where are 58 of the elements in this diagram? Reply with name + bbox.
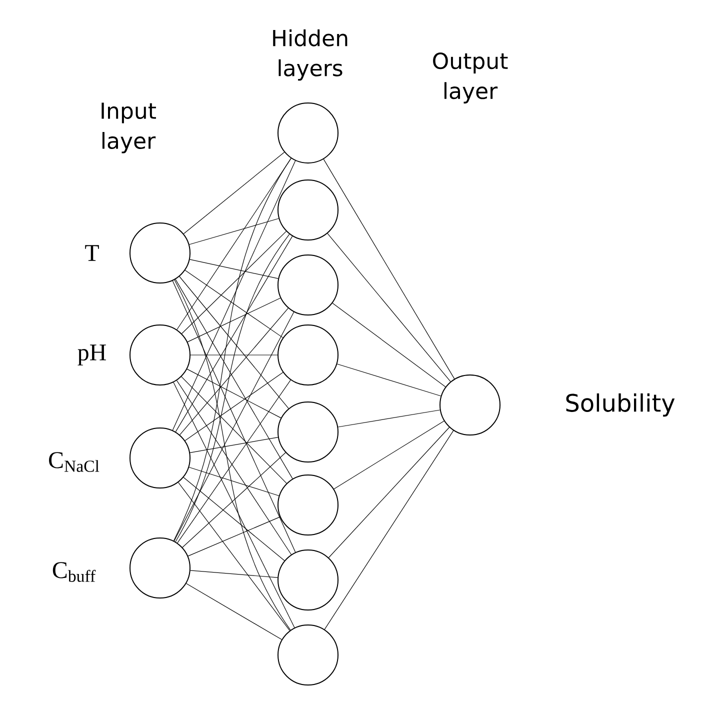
connection-line xyxy=(184,372,284,441)
neuron-circle xyxy=(278,324,338,386)
connection-line xyxy=(186,583,282,640)
connection-line xyxy=(175,236,293,432)
connection-line xyxy=(188,218,280,245)
neuron-circle xyxy=(278,180,338,240)
connection-line xyxy=(190,354,278,356)
node-label: C$_{buff}$ xyxy=(52,562,96,582)
connection-line xyxy=(183,477,285,561)
neuron-circle xyxy=(130,324,190,386)
layer-heading: Output layer xyxy=(433,52,508,104)
neuron-circle xyxy=(440,374,500,436)
neuron-circle xyxy=(278,624,338,686)
connection-line xyxy=(175,279,293,479)
connection-line xyxy=(188,466,280,496)
connection-line xyxy=(173,158,292,542)
connection-line xyxy=(186,368,282,418)
connection-line xyxy=(173,382,295,628)
connection-line xyxy=(190,436,278,454)
node-label: Solubility xyxy=(566,393,675,417)
neuron-circle xyxy=(130,538,190,598)
connection-line xyxy=(328,427,450,558)
connection-line xyxy=(188,516,280,556)
connection-line xyxy=(181,231,287,334)
connection-line xyxy=(175,234,290,542)
connection-line xyxy=(323,158,455,380)
neuron-circle xyxy=(278,402,338,462)
connection-line xyxy=(182,452,286,548)
connection-line xyxy=(324,430,454,630)
connection-line xyxy=(336,364,442,396)
connection-line xyxy=(179,276,289,409)
node-label: pH xyxy=(78,344,106,366)
connection-line xyxy=(327,233,451,382)
connection-line xyxy=(178,482,290,631)
connection-line xyxy=(172,160,296,431)
connection-line xyxy=(183,152,285,234)
node-label: C$_{NaCl}$ xyxy=(49,452,100,472)
neuron-circle xyxy=(278,254,338,316)
connection-line xyxy=(184,270,284,338)
connection-line xyxy=(334,420,444,490)
connection-line xyxy=(338,410,440,428)
connection-line xyxy=(190,259,278,279)
connection-line xyxy=(181,376,287,484)
neuron-circle xyxy=(130,222,190,284)
connection-line xyxy=(332,302,446,388)
connection-line xyxy=(187,298,281,342)
connection-line xyxy=(190,570,278,578)
node-label: T xyxy=(85,245,99,261)
neuron-circle xyxy=(278,474,338,536)
layer-heading: Hidden layers xyxy=(273,29,348,81)
connection-line xyxy=(172,280,296,553)
connection-line xyxy=(174,280,291,630)
neuron-circle xyxy=(278,550,338,610)
layer-heading: Input layer xyxy=(102,102,156,154)
neuron-circle xyxy=(278,102,338,164)
connection-line xyxy=(174,312,294,542)
connection-line xyxy=(180,308,288,436)
neuron-circle xyxy=(130,428,190,488)
